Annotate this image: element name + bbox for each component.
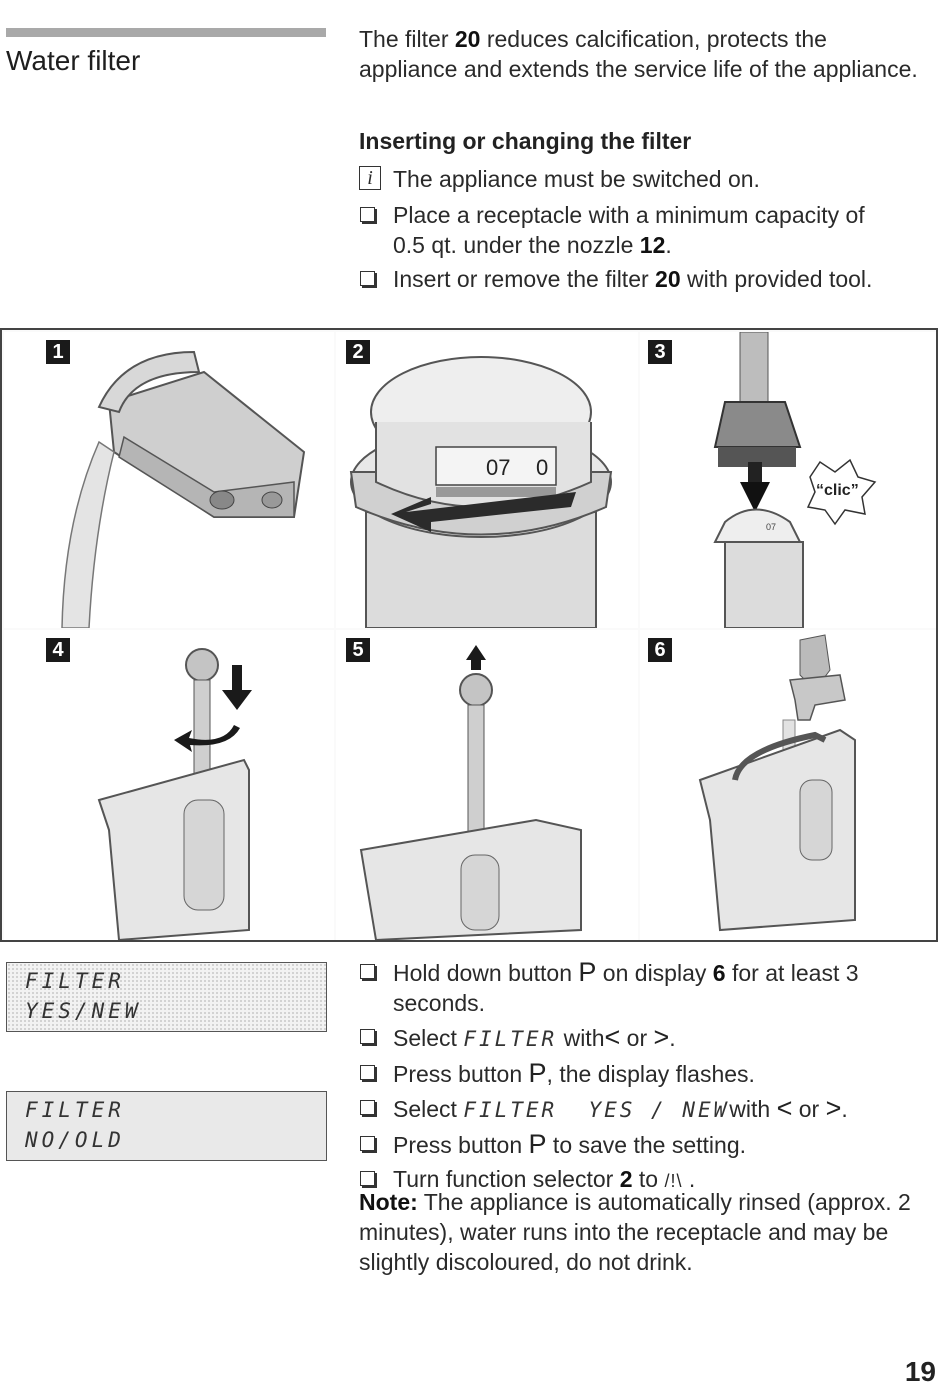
list-item-text: Turn function selector 2 to /!\ . <box>393 1166 696 1192</box>
refill-tank-tap-illustration <box>698 634 856 932</box>
list-item-text: Press button P, the display flashes. <box>393 1058 755 1088</box>
step-number: 1 <box>46 340 70 364</box>
filter-dial-illustration <box>349 356 613 628</box>
key-p-icon: P <box>578 957 597 987</box>
display-line-2: NO/OLD <box>25 1128 125 1152</box>
filter-remove-tool-illustration <box>359 645 582 940</box>
figure-panel-5: 5 <box>336 630 638 940</box>
info-icon: i <box>359 164 393 194</box>
list-item-text: Select FILTER YES / NEWwith < or >. <box>393 1093 848 1123</box>
filter-screw-in-illustration <box>97 648 252 940</box>
step-number: 3 <box>648 340 672 364</box>
step-number: 5 <box>346 638 370 662</box>
key-right-icon: > <box>653 1022 670 1052</box>
click-label: “clic” <box>816 482 859 499</box>
rinse-symbol-icon: /!\ <box>664 1171 683 1191</box>
checkbox-icon <box>359 957 393 1018</box>
section-title: Water filter <box>6 45 141 76</box>
key-left-icon: < <box>776 1093 793 1123</box>
page-number: 19 <box>904 1356 936 1387</box>
list-item: Place a receptacle with a minimum capaci… <box>359 200 899 260</box>
key-left-icon: < <box>604 1022 621 1052</box>
intro-ref: 20 <box>454 26 481 52</box>
display-filter-no-old: FILTER NO/OLD <box>6 1091 327 1161</box>
note-label: Note: <box>359 1189 418 1215</box>
figure-panel-4: 4 <box>4 630 334 940</box>
display-line-1: FILTER <box>25 1098 125 1122</box>
intro-paragraph: The filter 20 reduces calcification, pro… <box>359 24 919 84</box>
checkbox-icon <box>359 1129 393 1160</box>
list-item: Select FILTER with< or >. <box>359 1022 929 1054</box>
key-right-icon: > <box>825 1093 842 1123</box>
step-number: 4 <box>46 638 70 662</box>
note-text: The appliance is automatically rinsed (a… <box>359 1189 911 1275</box>
filter-installation-figure: 1 2 07 0 3 <box>0 328 938 942</box>
intro-text: The filter <box>359 26 455 52</box>
checkbox-icon <box>359 264 393 294</box>
note-paragraph: Note: The appliance is automatically rin… <box>359 1187 924 1277</box>
figure-panel-2: 2 07 0 <box>336 332 638 628</box>
instruction-list-bottom: Hold down button P on display 6 for at l… <box>359 957 929 1200</box>
small-dial-reading: 07 <box>766 522 777 532</box>
dial-reading: 07 <box>486 455 511 480</box>
figure-panel-6: 6 <box>640 630 936 940</box>
checkbox-icon <box>359 200 393 260</box>
figure-panel-1: 1 <box>4 332 334 628</box>
list-item-text: Select FILTER with< or >. <box>393 1022 676 1052</box>
instruction-list-top: i The appliance must be switched on. Pla… <box>359 164 899 294</box>
subsection-heading: Inserting or changing the filter <box>359 128 692 154</box>
section-rule <box>6 28 326 37</box>
filter-tool-illustration <box>713 332 877 628</box>
list-item: Turn function selector 2 to /!\ . <box>359 1164 929 1196</box>
water-tank-pour-illustration <box>61 350 306 628</box>
list-item-text: Hold down button P on display 6 for at l… <box>393 957 859 1016</box>
display-line-1: FILTER <box>25 969 125 993</box>
list-item: Insert or remove the filter 20 with prov… <box>359 264 899 294</box>
display-filter-yes-new: FILTER YES/NEW <box>6 962 327 1032</box>
list-item-text: Insert or remove the filter 20 with prov… <box>393 266 873 292</box>
list-item: Hold down button P on display 6 for at l… <box>359 957 929 1018</box>
intro-text: reduces calcification, protects the appl… <box>359 26 918 82</box>
dial-reading: 0 <box>536 455 549 480</box>
display-line-2: YES/NEW <box>25 999 142 1023</box>
list-item: Press button P to save the setting. <box>359 1129 929 1160</box>
key-p-icon: P <box>528 1129 547 1159</box>
figure-panel-3: 3 “clic” 07 <box>640 332 936 628</box>
info-text: The appliance must be switched on. <box>393 166 760 192</box>
step-number: 2 <box>346 340 370 364</box>
checkbox-icon <box>359 1058 393 1089</box>
list-item: Press button P, the display flashes. <box>359 1058 929 1089</box>
info-item: i The appliance must be switched on. <box>359 164 899 194</box>
checkbox-icon <box>359 1093 393 1125</box>
checkbox-icon <box>359 1022 393 1054</box>
step-number: 6 <box>648 638 672 662</box>
list-item-text: Press button P to save the setting. <box>393 1129 746 1159</box>
list-item-text: Place a receptacle with a minimum capaci… <box>393 202 865 258</box>
key-p-icon: P <box>528 1058 547 1088</box>
list-item: Select FILTER YES / NEWwith < or >. <box>359 1093 929 1125</box>
checkbox-icon <box>359 1164 393 1196</box>
